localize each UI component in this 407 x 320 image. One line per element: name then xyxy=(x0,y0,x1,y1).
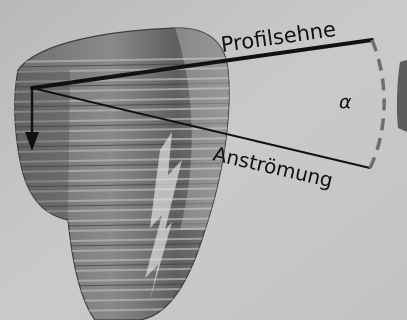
angle-label: α xyxy=(339,91,352,113)
